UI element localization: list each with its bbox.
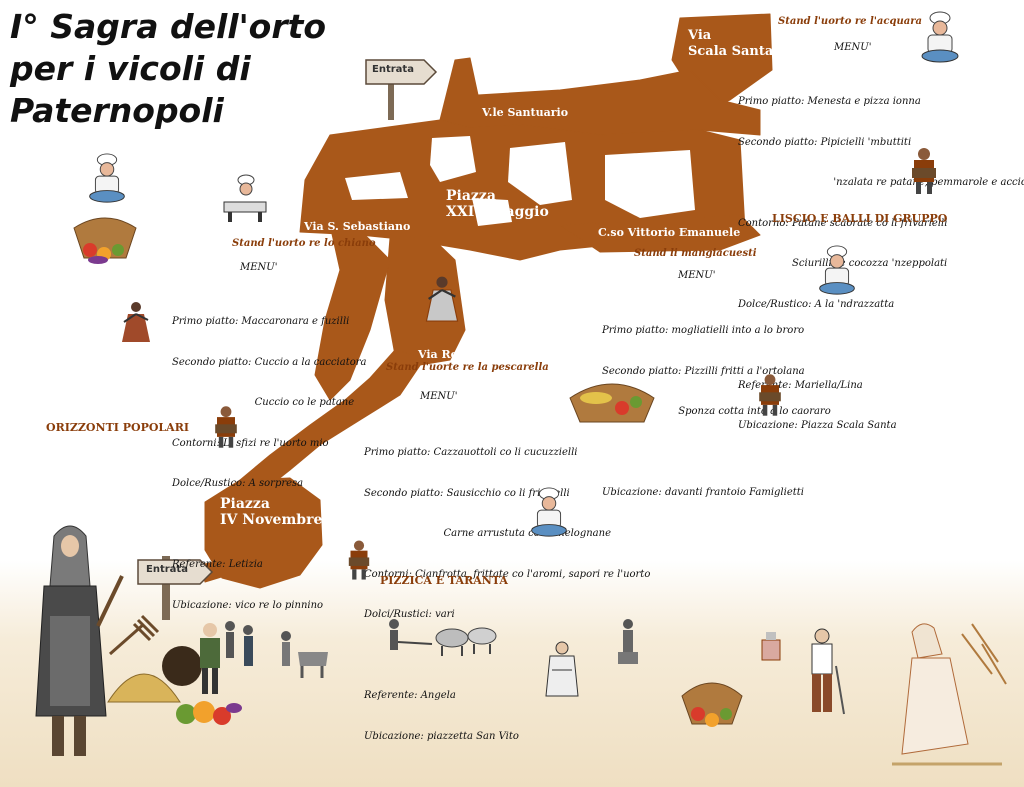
menu-mangiacuesti: Primo piatto: mogliatielli into a lo bro… <box>602 297 831 527</box>
pitchfork-icon <box>109 614 160 656</box>
chef-icon <box>921 11 959 63</box>
harvest-basket-icon <box>73 217 137 264</box>
title-line-1: I° Sagra dell'orto <box>10 7 327 46</box>
menu-header-chiano: MENU' <box>240 262 278 273</box>
menu-line: Ubicazione: Piazza Scala Santa <box>738 420 897 431</box>
title-line-3: Paternopoli <box>10 91 224 130</box>
menu-line: Referente: Mariella/Lina <box>738 379 863 391</box>
page-title: I° Sagra dell'orto per i vicoli di Pater… <box>10 6 326 132</box>
stand-title-chiano: Stand l'uorto re lo chiano <box>232 238 376 249</box>
donkey-rider-icon <box>618 619 638 664</box>
entrance-sign-bottom-label: Entrata <box>146 564 188 575</box>
menu-line: Contorni: Li sfizi re l'uorto mio <box>172 437 329 449</box>
dancer-icon <box>122 302 150 342</box>
menu-line: Dolci/Rustici: vari <box>364 609 455 620</box>
stand-title-mangiacuesti: Stand li mangiacuesti <box>634 248 757 259</box>
menu-line: 'nzalata re patane, pemmarole e accio <box>738 177 1024 188</box>
menu-pescarella: Primo piatto: Cazzauottoli co li cucuzzi… <box>364 419 650 770</box>
menu-line: Dolce/Rustico: A la 'ndrazzatta <box>738 298 895 310</box>
accordion-player-icon <box>759 374 781 416</box>
menu-line: Secondo piatto: Sausicchio co li friarie… <box>364 487 570 499</box>
menu-line: Primo piatto: Cazzauottoli co li cucuzzi… <box>364 447 578 458</box>
hay-pile-icon <box>107 673 181 703</box>
label-viale-santuario: V.le Santuario <box>482 106 569 119</box>
via-roma-area <box>384 235 466 366</box>
accordion-player-icon <box>348 540 370 580</box>
show-chiano: ORIZZONTI POPOLARI <box>46 421 189 434</box>
menu-line: Carne arrustuta co le melognane <box>364 528 611 539</box>
label-piazza-xxiv-maggio: Piazza XXIV Maggio <box>446 188 549 220</box>
stand-title-acquara: Stand l'uorto re l'acquara <box>778 16 922 27</box>
menu-line: Primo piatto: Menesta e pizza ionna <box>738 96 921 107</box>
menu-line: Contorno: Patane scaorate co li frivarie… <box>738 217 948 229</box>
title-line-2: per i vicoli di <box>10 49 251 88</box>
menu-line: Primo piatto: Maccaronara e fuzilli <box>172 316 350 327</box>
label-via-scala-santa: Via Scala Santa <box>688 28 774 59</box>
chef-cooking-icon <box>223 174 267 222</box>
menu-line: Sciurilli re cocozza 'nzeppolati <box>792 258 948 269</box>
dancer-icon <box>425 276 459 322</box>
harvest-basket-icon <box>681 682 743 727</box>
stand-title-pescarella: Stand l'uorte re la pescarella <box>386 362 549 373</box>
menu-line: Ubicazione: vico re lo pinnino <box>172 599 324 611</box>
menu-line: Secondo piatto: Pizzilli fritti a l'orto… <box>602 365 805 377</box>
menu-header-pescarella: MENU' <box>420 391 458 402</box>
show-pescarella: PIZZICA E TARANTA <box>380 574 508 587</box>
menu-line: Ubicazione: piazzetta San Vito <box>364 730 519 742</box>
label-via-roma: Via Roma <box>418 348 477 361</box>
chef-icon <box>89 153 125 203</box>
farmer-cart-icon <box>162 623 220 694</box>
via-sebastiano-descent <box>314 224 391 401</box>
label-via-san-sebastiano: Via S. Sebastiano <box>304 220 411 233</box>
reaper-woman-icon <box>892 623 1007 766</box>
menu-line: Primo piatto: mogliatielli into a lo bro… <box>602 325 805 336</box>
menu-line: Secondo piatto: Pipicielli 'mbuttiti <box>738 136 912 148</box>
label-corso-vittorio-emanuele: C.so Vittorio Emanuele <box>598 226 741 239</box>
plowing-icon <box>389 619 497 656</box>
entrance-sign-bottom: Entrata <box>136 556 216 620</box>
menu-line: Cuccio co le patane <box>172 397 355 408</box>
menu-line: Ubicazione: davanti frantoio Famiglietti <box>602 487 804 498</box>
farmer-man-icon <box>811 628 845 715</box>
menu-header-mangiacuesti: MENU' <box>678 270 716 281</box>
menu-line: Referente: Angela <box>364 690 456 701</box>
entrance-sign-top-label: Entrata <box>372 64 414 75</box>
peasant-figures-icon <box>225 621 328 678</box>
peasant-woman-icon <box>545 641 579 697</box>
menu-line: Referente: Letizia <box>172 559 263 570</box>
farmer-woman-icon <box>35 525 124 756</box>
chef-icon <box>819 245 855 295</box>
label-piazza-iv-novembre: Piazza IV Novembre <box>220 496 323 528</box>
menu-chiano: Primo piatto: Maccaronara e fuzilli Seco… <box>172 288 366 639</box>
menu-line: Secondo piatto: Cuccio a la cacciatora <box>172 356 367 368</box>
tools-icon <box>761 632 781 661</box>
menu-line <box>172 518 366 532</box>
menu-line: Contorni: Cianfrotta, frittate co l'arom… <box>364 568 651 580</box>
menu-line: Dolce/Rustico: A sorpresa <box>172 478 304 489</box>
harvest-basket-icon <box>569 383 655 423</box>
chef-icon <box>531 487 567 537</box>
accordion-player-icon <box>215 406 237 448</box>
vegetables-icon <box>176 701 242 725</box>
entrance-sign-top: Entrata <box>364 56 440 120</box>
accordion-player-icon <box>912 148 936 194</box>
show-acquara: LISCIO E BALLI DI GRUPPO <box>772 212 948 225</box>
menu-acquara: Primo piatto: Menesta e pizza ionna Seco… <box>738 68 1024 460</box>
menu-header-acquara: MENU' <box>834 42 872 53</box>
corso-vittorio-area <box>559 214 761 253</box>
